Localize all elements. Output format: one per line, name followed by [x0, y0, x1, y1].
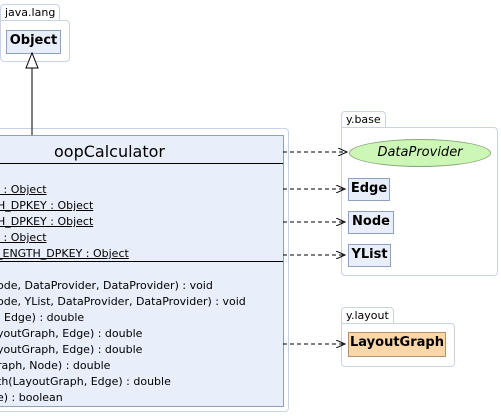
- title-divider: [0, 163, 283, 164]
- method-item: ode, YList, DataProvider, DataProvider) …: [0, 295, 246, 308]
- package-java-lang-tab: java.lang: [0, 4, 61, 20]
- field-item: ' : Object: [0, 183, 47, 196]
- package-y-layout-tab: y.layout: [341, 307, 394, 323]
- package-y-base: y.base DataProvider Edge Node YList: [341, 111, 498, 276]
- class-object[interactable]: Object: [6, 30, 61, 54]
- class-node[interactable]: Node: [348, 211, 394, 234]
- package-y-layout: y.layout LayoutGraph: [341, 307, 455, 367]
- field-item: H_DPKEY : Object: [0, 199, 94, 212]
- method-item: youtGraph, Edge) : double: [0, 327, 143, 340]
- method-item: raph, Node) : double: [0, 359, 111, 372]
- package-y-base-tab: y.base: [341, 111, 386, 127]
- method-item: ode, DataProvider, DataProvider) : void: [0, 279, 213, 292]
- method-item: , Edge) : double: [0, 311, 85, 324]
- method-item: youtGraph, Edge) : double: [0, 343, 143, 356]
- interface-dataprovider[interactable]: DataProvider: [349, 139, 491, 167]
- field-item: _ENGTH_DPKEY : Object: [0, 247, 129, 260]
- class-layoutgraph[interactable]: LayoutGraph: [348, 332, 446, 357]
- field-item: H_DPKEY : Object: [0, 215, 94, 228]
- main-class-box[interactable]: oopCalculator ' : Object H_DPKEY : Objec…: [0, 135, 284, 407]
- method-item: th(LayoutGraph, Edge) : double: [0, 375, 171, 388]
- class-edge[interactable]: Edge: [348, 178, 390, 201]
- package-java-lang: java.lang Object: [0, 4, 70, 62]
- inheritance-arrowhead: [25, 51, 39, 69]
- method-item: e) : boolean: [0, 391, 63, 404]
- class-ylist[interactable]: YList: [348, 244, 391, 267]
- main-class-container: oopCalculator ' : Object H_DPKEY : Objec…: [0, 128, 289, 412]
- fields-divider: [0, 261, 283, 262]
- field-item: ' : Object: [0, 231, 47, 244]
- main-class-title: oopCalculator: [54, 142, 165, 161]
